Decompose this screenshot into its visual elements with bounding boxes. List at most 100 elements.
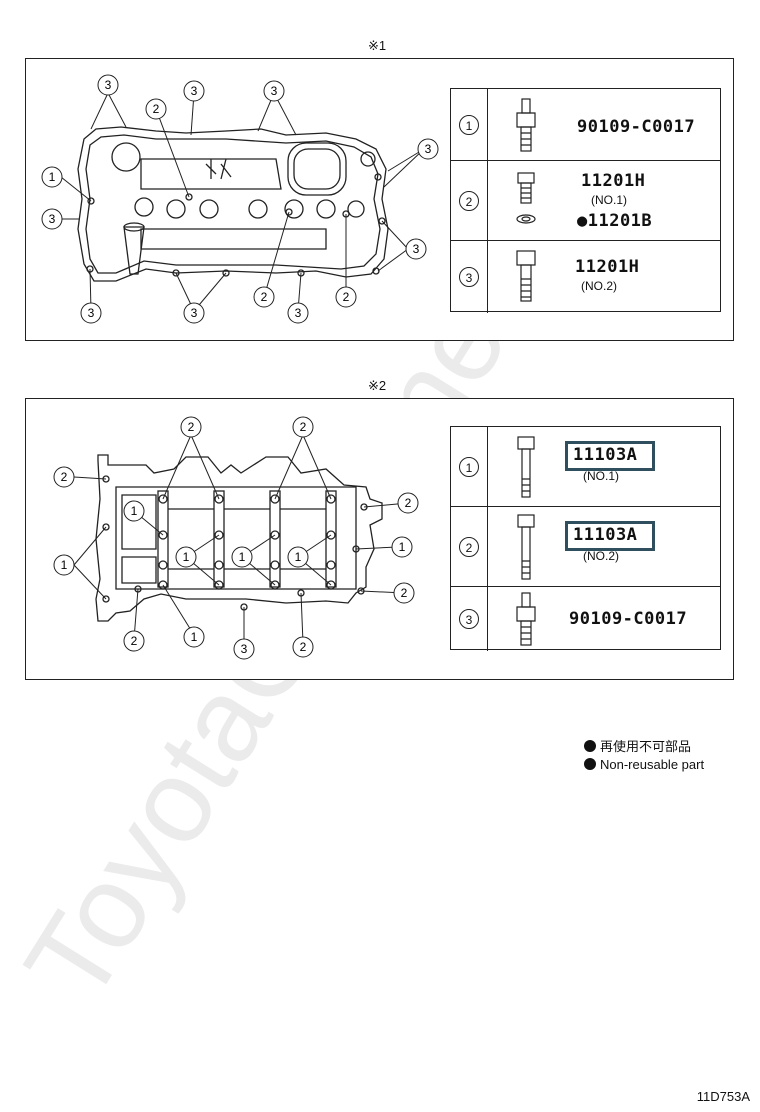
callout: 3 <box>287 302 309 324</box>
callout: 1 <box>41 166 63 188</box>
callout: 1 <box>287 546 309 568</box>
svg-text:2: 2 <box>261 290 268 304</box>
parts-row: 2 11103A (NO.2) <box>451 507 720 587</box>
svg-text:1: 1 <box>49 170 56 184</box>
section1-title: ※1 <box>368 38 387 53</box>
callout: 2 <box>335 286 357 308</box>
callout: 2 <box>292 416 314 438</box>
part-number: 11103A <box>573 525 638 545</box>
callout: 1 <box>391 536 413 558</box>
figure-code: 11D753A <box>696 1089 750 1104</box>
legend-line-en: Non-reusable part <box>584 757 704 772</box>
section2-title: ※2 <box>368 378 387 393</box>
part-subtitle: (NO.1) <box>591 193 627 207</box>
svg-text:1: 1 <box>399 540 406 554</box>
non-reusable-dot-icon <box>584 758 596 770</box>
row-number: 2 <box>459 537 479 557</box>
parts-row: 1 90109-C0017 <box>451 89 720 161</box>
callout: 1 <box>175 546 197 568</box>
svg-text:3: 3 <box>241 642 248 656</box>
callout: 3 <box>41 208 63 230</box>
svg-text:1: 1 <box>61 558 68 572</box>
callout: 2 <box>123 630 145 652</box>
stud-bolt-icon <box>516 98 536 152</box>
svg-text:2: 2 <box>401 586 408 600</box>
non-reusable-dot-icon <box>584 740 596 752</box>
callout: 1 <box>53 554 75 576</box>
callout: 2 <box>180 416 202 438</box>
svg-text:1: 1 <box>131 504 138 518</box>
callout: 1 <box>123 500 145 522</box>
part-number: 90109-C0017 <box>569 609 688 629</box>
part-number: 11201H <box>575 257 640 277</box>
callout: 2 <box>292 636 314 658</box>
svg-text:2: 2 <box>188 420 195 434</box>
parts-row: 2 11201H (NO.1) ●11201B <box>451 161 720 241</box>
svg-text:3: 3 <box>271 84 278 98</box>
bolt-icon <box>516 250 536 302</box>
section2-parts-table: 1 11103A (NO.1) 2 11103A (NO.2) 3 90109-… <box>450 426 721 651</box>
part-number: 11201H <box>581 171 646 191</box>
callout: 1 <box>183 626 205 648</box>
section1-panel: 3 3 3 2 3 1 3 3 3 2 3 2 3 1 90109-C0017 … <box>25 58 734 341</box>
row-number: 1 <box>459 457 479 477</box>
row-number: 3 <box>459 609 479 629</box>
callout: 2 <box>145 98 167 120</box>
svg-text:3: 3 <box>191 306 198 320</box>
svg-text:3: 3 <box>413 242 420 256</box>
part-subtitle: (NO.1) <box>583 469 619 483</box>
row-number: 2 <box>459 191 479 211</box>
svg-text:2: 2 <box>405 496 412 510</box>
svg-text:3: 3 <box>425 142 432 156</box>
svg-text:1: 1 <box>191 630 198 644</box>
callout: 3 <box>233 638 255 660</box>
callout: 3 <box>183 80 205 102</box>
callout: 2 <box>393 582 415 604</box>
part-number: 90109-C0017 <box>577 117 696 137</box>
cylinder-head-diagram: 3 3 3 2 3 1 3 3 3 2 3 2 3 <box>41 74 439 324</box>
legend-line-ja: 再使用不可部品 <box>584 736 691 755</box>
svg-text:1: 1 <box>239 550 246 564</box>
callout: 3 <box>80 302 102 324</box>
cylinder-block-diagram: 2 2 2 1 1 1 1 1 2 1 2 2 3 2 1 <box>53 416 419 660</box>
callout: 3 <box>183 302 205 324</box>
section2-callouts: 2 2 2 1 1 1 1 1 2 1 2 2 3 2 1 <box>53 416 419 660</box>
highlight-box <box>565 441 655 471</box>
svg-text:3: 3 <box>105 78 112 92</box>
parts-row: 3 11201H (NO.2) <box>451 241 720 313</box>
section2-panel: 2 2 2 1 1 1 1 1 2 1 2 2 3 2 1 1 11103A (… <box>25 398 734 680</box>
svg-text:1: 1 <box>183 550 190 564</box>
callout: 2 <box>397 492 419 514</box>
svg-text:2: 2 <box>61 470 68 484</box>
callout: 2 <box>253 286 275 308</box>
non-reusable-part-number: ●11201B <box>577 211 653 231</box>
bolt-icon <box>516 172 536 224</box>
callout: 3 <box>405 238 427 260</box>
svg-text:3: 3 <box>49 212 56 226</box>
svg-text:2: 2 <box>300 640 307 654</box>
callout: 1 <box>231 546 253 568</box>
row-number: 3 <box>459 267 479 287</box>
part-number: 11103A <box>573 445 638 465</box>
stud-bolt-icon <box>516 592 536 646</box>
callout: 3 <box>417 138 439 160</box>
section1-parts-table: 1 90109-C0017 2 11201H (NO.1) ●11201B 3 … <box>450 88 721 313</box>
parts-row: 1 11103A (NO.1) <box>451 427 720 507</box>
svg-text:2: 2 <box>343 290 350 304</box>
row-number: 1 <box>459 115 479 135</box>
long-bolt-icon <box>517 514 535 580</box>
callout: 3 <box>263 80 285 102</box>
svg-text:2: 2 <box>131 634 138 648</box>
callout: 2 <box>53 466 75 488</box>
long-bolt-icon <box>517 436 535 498</box>
parts-row: 3 90109-C0017 <box>451 587 720 651</box>
svg-text:2: 2 <box>153 102 160 116</box>
part-subtitle: (NO.2) <box>581 279 617 293</box>
part-subtitle: (NO.2) <box>583 549 619 563</box>
section1-callouts: 3 3 3 2 3 1 3 3 3 2 3 2 3 <box>41 74 439 324</box>
svg-text:2: 2 <box>300 420 307 434</box>
svg-text:3: 3 <box>295 306 302 320</box>
highlight-box <box>565 521 655 551</box>
svg-text:3: 3 <box>191 84 198 98</box>
svg-text:3: 3 <box>88 306 95 320</box>
